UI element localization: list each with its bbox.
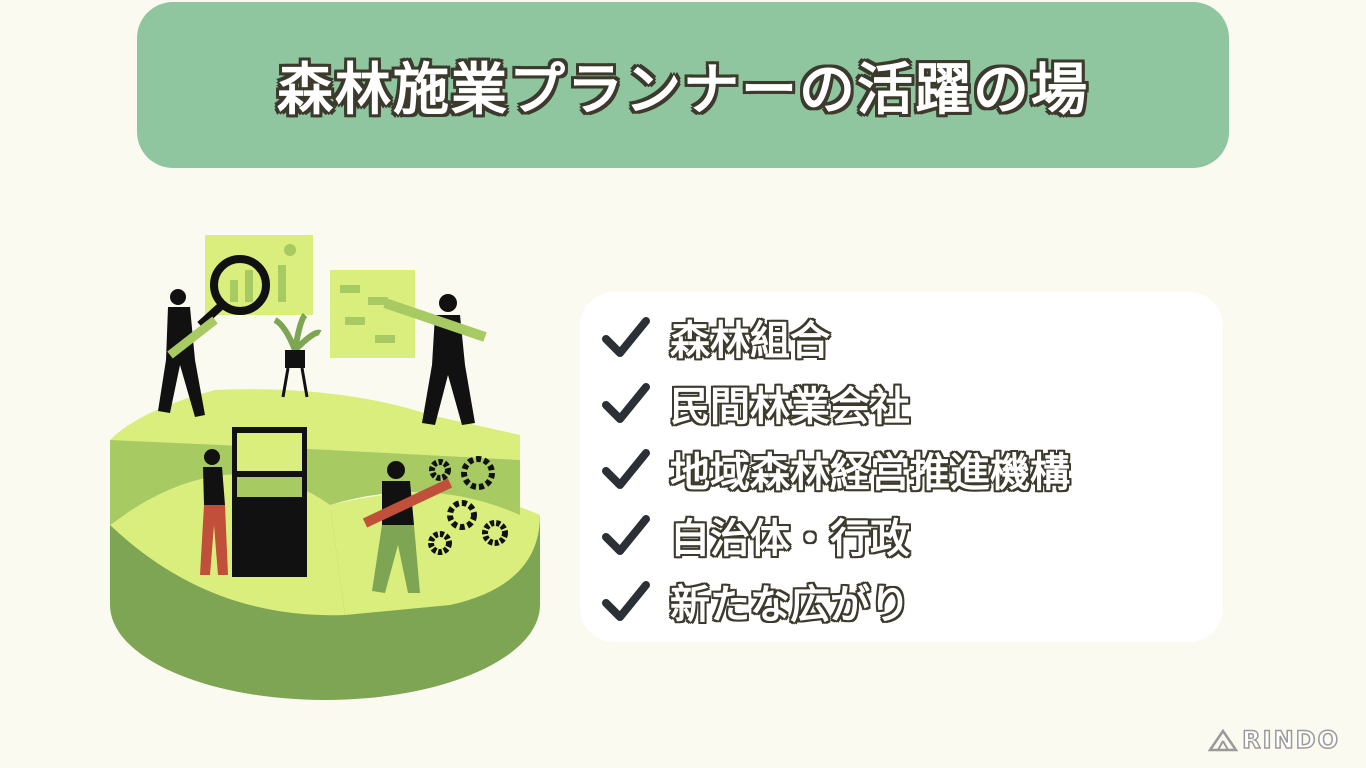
logo-text: RINDO	[1241, 725, 1340, 755]
list-item: 森林組合	[600, 304, 1223, 370]
illustration	[110, 235, 540, 700]
mountain-logo-icon	[1208, 728, 1239, 752]
list-item: 地域森林経営推進機構	[600, 436, 1223, 502]
gears-icon	[428, 456, 508, 555]
list-item-label: 森林組合	[670, 317, 830, 364]
plant-icon	[273, 312, 322, 398]
title-banner: 森林施業プランナーの活躍の場	[137, 2, 1229, 168]
brand-logo: RINDO	[1208, 725, 1340, 755]
list-item-label: 民間林業会社	[670, 383, 910, 430]
check-icon	[602, 581, 650, 621]
workplace-list: 森林組合 民間林業会社 地域森林経営推進機構 自治体・行政 新たな広がり	[580, 292, 1223, 642]
list-item: 新たな広がり	[600, 568, 1223, 634]
page-title: 森林施業プランナーの活躍の場	[277, 56, 1089, 123]
list-item: 自治体・行政	[600, 502, 1223, 568]
pie-illustration	[110, 389, 540, 700]
list-item: 民間林業会社	[600, 370, 1223, 436]
check-icon	[602, 449, 650, 489]
list-item-label: 自治体・行政	[670, 515, 910, 562]
check-icon	[602, 317, 650, 357]
person-pencil	[383, 294, 487, 425]
chart-panel-icon	[197, 235, 313, 328]
check-icon	[602, 383, 650, 423]
person-control-panel	[200, 427, 307, 577]
person-magnifier	[158, 289, 218, 417]
list-item-label: 新たな広がり	[670, 581, 910, 628]
flowchart-panel-icon	[330, 270, 415, 358]
list-item-label: 地域森林経営推進機構	[670, 449, 1070, 496]
person-wrench	[362, 461, 453, 593]
check-icon	[602, 515, 650, 555]
